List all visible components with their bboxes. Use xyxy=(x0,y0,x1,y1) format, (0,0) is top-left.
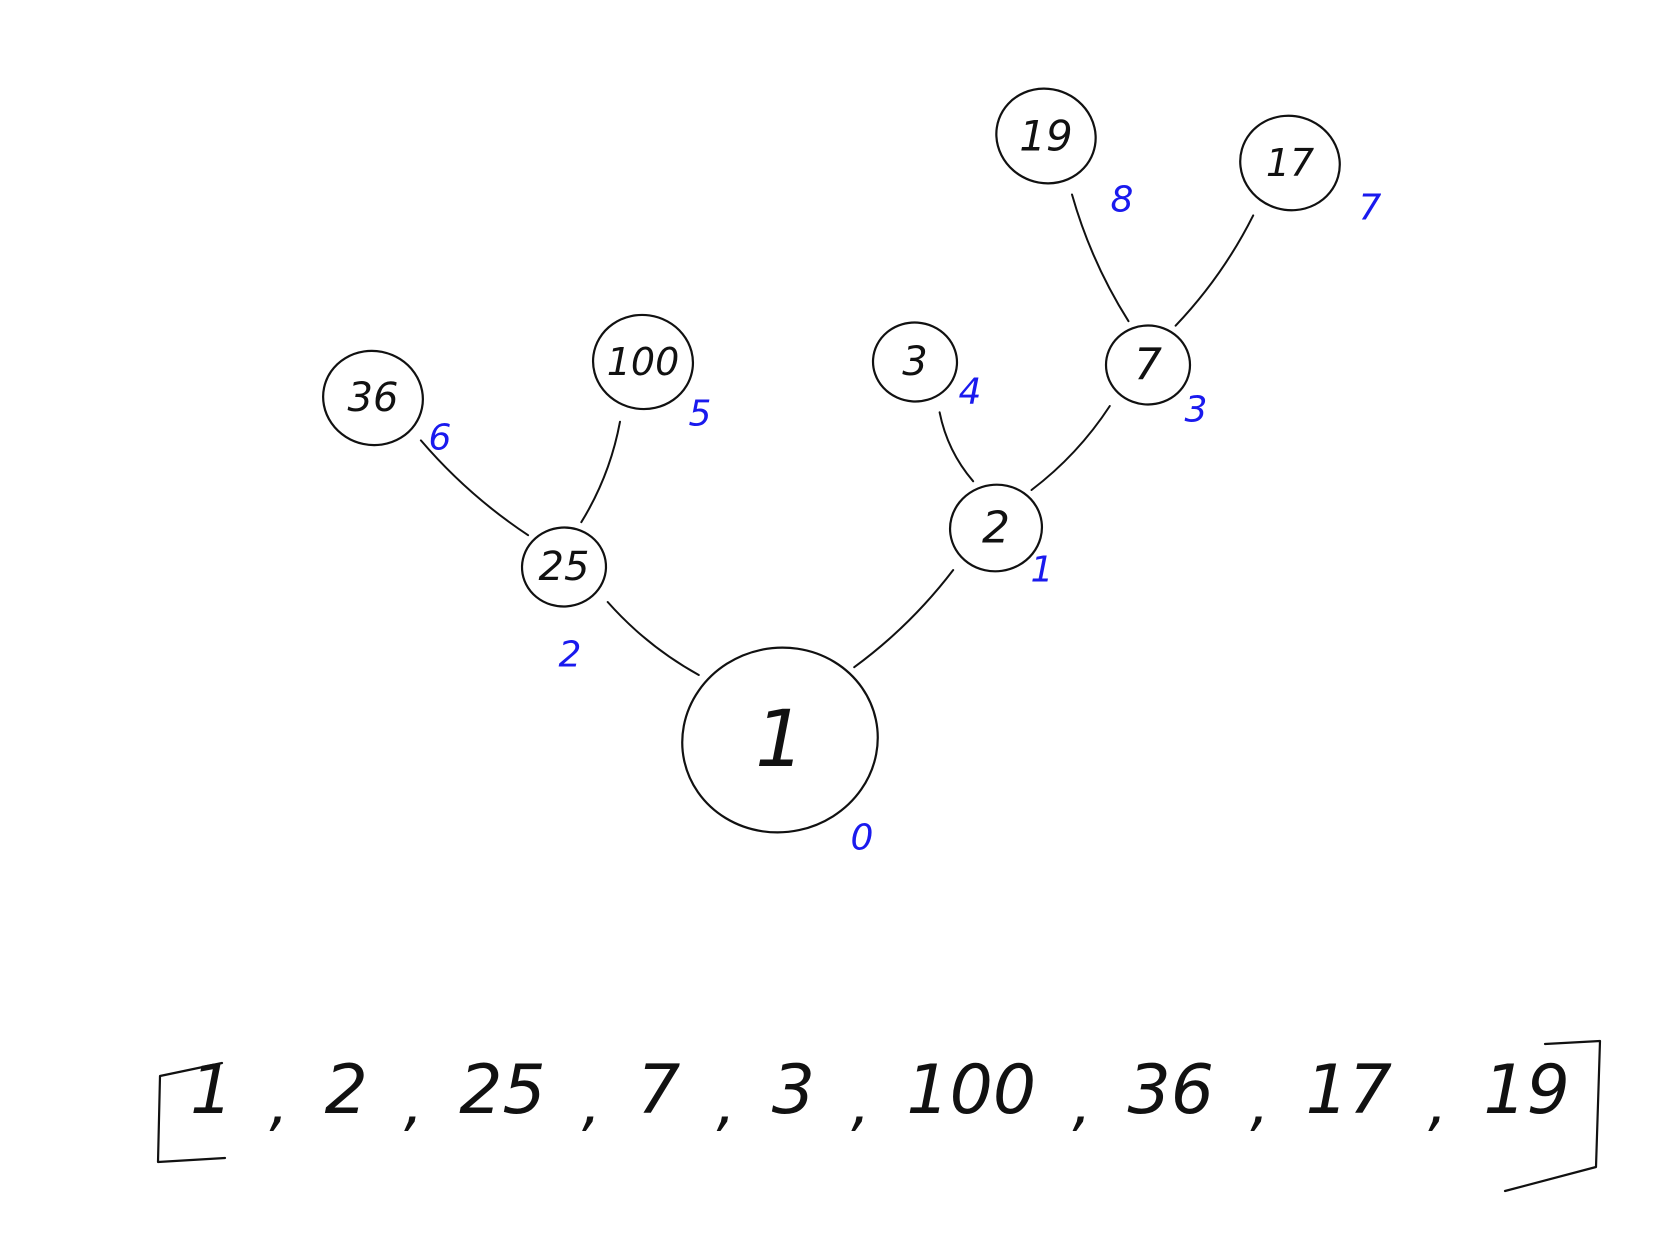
node-value: 100 xyxy=(607,340,680,384)
node-value: 17 xyxy=(1266,141,1314,185)
tree-edges xyxy=(419,193,1255,676)
array-close-bracket xyxy=(1503,1039,1602,1193)
node-index-label: 4 xyxy=(959,372,982,413)
array-separator: , xyxy=(1250,1069,1270,1139)
edge-n1-n4 xyxy=(938,411,975,483)
node-circle xyxy=(520,526,608,608)
edge-n2-n6 xyxy=(419,439,530,537)
tree-node-7: 17 7 xyxy=(1239,114,1382,229)
node-circle xyxy=(995,87,1097,185)
node-index-label: 3 xyxy=(1185,390,1208,431)
array-item-3: 7 xyxy=(637,1050,681,1130)
array-item-5: 100 xyxy=(906,1050,1037,1130)
array-item-2: 25 xyxy=(459,1050,546,1130)
node-circle xyxy=(948,483,1044,573)
array-representation: 1, 2, 25, 7, 3, 100, 36, 17, 19 xyxy=(190,1030,1570,1150)
edge-n3-n7 xyxy=(1174,214,1255,327)
node-circle xyxy=(1239,114,1341,212)
array-item-1: 2 xyxy=(324,1050,368,1130)
tree-node-0: 10 xyxy=(681,646,879,859)
node-circle xyxy=(871,321,959,403)
node-circle xyxy=(1104,324,1192,406)
node-value: 19 xyxy=(1019,112,1072,161)
node-value: 2 xyxy=(982,503,1010,554)
node-index-label: 1 xyxy=(1031,550,1054,591)
edge-n3-n8 xyxy=(1071,193,1130,323)
array-separator: , xyxy=(404,1069,424,1139)
array-separator: , xyxy=(269,1069,289,1139)
node-index-label: 6 xyxy=(429,418,452,459)
node-value: 1 xyxy=(755,695,805,785)
node-circle xyxy=(322,349,424,447)
edge-n0-n1 xyxy=(853,569,955,669)
array-separator: , xyxy=(1428,1069,1448,1139)
tree-node-6: 36 6 xyxy=(322,349,452,459)
node-index-label: 5 xyxy=(689,394,712,435)
edge-n2-n5 xyxy=(580,420,621,524)
array-item-7: 17 xyxy=(1305,1050,1392,1130)
array-item-6: 36 xyxy=(1127,1050,1215,1130)
node-value: 7 xyxy=(1134,340,1162,391)
node-value: 25 xyxy=(539,544,590,590)
tree-node-2: 25 2 xyxy=(520,526,608,676)
node-index-label: 8 xyxy=(1111,180,1134,221)
tree-node-1: 21 xyxy=(948,483,1054,591)
edge-n1-n3 xyxy=(1030,405,1111,491)
node-value: 3 xyxy=(902,339,927,385)
array-item-8: 19 xyxy=(1483,1050,1570,1130)
node-index-label: 7 xyxy=(1359,188,1382,229)
array-open-bracket xyxy=(156,1061,227,1164)
node-circle xyxy=(591,313,695,411)
node-index-label: 0 xyxy=(851,818,874,859)
node-index-label: 2 xyxy=(559,635,582,676)
tree-node-3: 73 xyxy=(1104,324,1208,431)
edge-n0-n2 xyxy=(606,601,700,676)
array-item-0: 1 xyxy=(190,1050,234,1130)
array-separator: , xyxy=(716,1069,736,1139)
array-separator: , xyxy=(581,1069,601,1139)
tree-node-4: 34 xyxy=(871,321,982,413)
array-brackets xyxy=(156,1039,1602,1193)
array-separator: , xyxy=(1072,1069,1092,1139)
node-circle xyxy=(681,646,879,834)
node-value: 36 xyxy=(348,375,399,421)
array-item-4: 3 xyxy=(771,1050,816,1130)
tree-node-8: 19 8 xyxy=(995,87,1134,221)
array-separator: , xyxy=(851,1069,871,1139)
